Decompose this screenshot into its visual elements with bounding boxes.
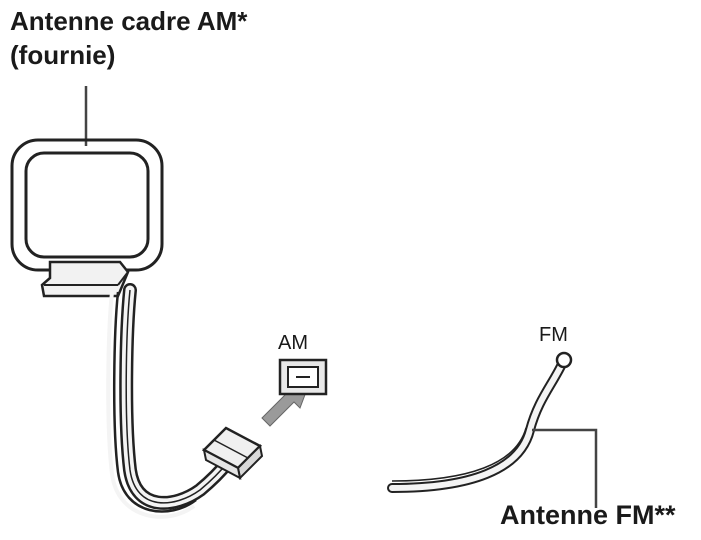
am-loop-inner-fill — [29, 156, 145, 254]
am-antenna-label: Antenne cadre AM* — [10, 6, 248, 36]
am-cable — [119, 283, 235, 510]
fm-leader-line — [532, 428, 598, 508]
fm-terminal-label: FM — [539, 324, 568, 346]
am-loop-stand — [40, 260, 130, 298]
am-antenna-sublabel: (fournie) — [10, 40, 116, 70]
fm-antenna-wire — [387, 359, 567, 493]
am-jack — [278, 358, 328, 396]
fm-antenna-label: Antenne FM** — [500, 500, 676, 530]
fm-tip — [555, 351, 573, 369]
am-loop-inner — [24, 151, 150, 259]
am-plug — [201, 426, 264, 481]
am-terminal-label: AM — [278, 332, 308, 354]
